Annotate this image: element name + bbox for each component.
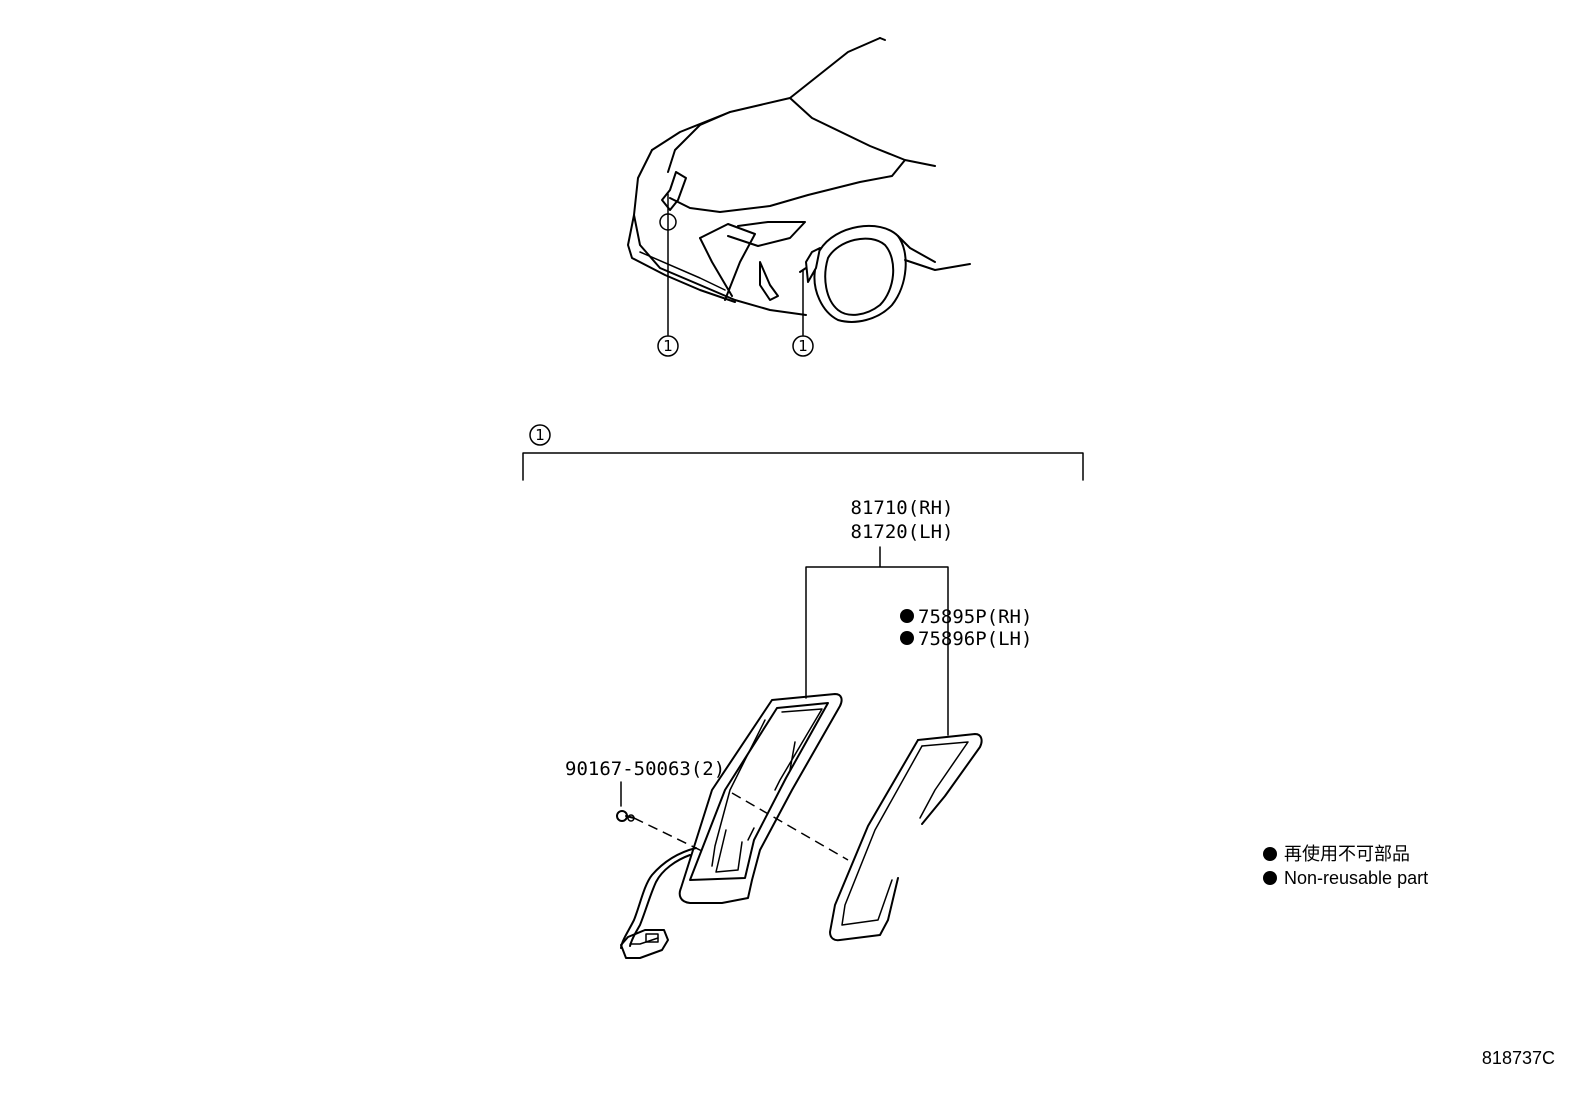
svg-text:1: 1 <box>535 426 545 444</box>
assembly-line-screw <box>633 817 705 853</box>
assembly-line-gasket <box>731 792 849 861</box>
label-screw: 90167-50063(2) <box>565 758 725 780</box>
label-gasket-rh: 75895P(RH) <box>900 606 1032 628</box>
car-front-illustration <box>627 37 971 336</box>
legend-jp: 再使用不可部品 <box>1284 844 1410 864</box>
assembly-bracket <box>522 452 1084 481</box>
non-reusable-dot-icon <box>900 609 914 623</box>
svg-text:75895P(RH): 75895P(RH) <box>918 606 1032 628</box>
figure-id: 818737C <box>1482 1048 1555 1068</box>
screw-part <box>616 810 635 822</box>
label-gasket-lh: 75896P(LH) <box>900 628 1032 650</box>
svg-text:1: 1 <box>663 337 673 355</box>
callout-group-ref: 1 <box>529 424 551 446</box>
non-reusable-dot-icon <box>900 631 914 645</box>
legend: 再使用不可部品 Non-reusable part <box>1263 844 1428 888</box>
label-lamp-rh: 81710(RH) <box>851 497 954 519</box>
svg-text:75896P(LH): 75896P(LH) <box>918 628 1032 650</box>
label-lamp-lh: 81720(LH) <box>851 521 954 543</box>
lamp-wire-connector <box>620 847 697 959</box>
callout-ref-right: 1 <box>792 335 814 357</box>
callout-ref-left: 1 <box>657 335 679 357</box>
gasket-part <box>829 733 983 942</box>
side-marker-lamp <box>678 693 843 904</box>
svg-text:1: 1 <box>798 337 808 355</box>
legend-en: Non-reusable part <box>1284 868 1428 888</box>
non-reusable-dot-icon <box>1263 847 1277 861</box>
non-reusable-dot-icon <box>1263 871 1277 885</box>
leader-lamp <box>805 546 949 736</box>
